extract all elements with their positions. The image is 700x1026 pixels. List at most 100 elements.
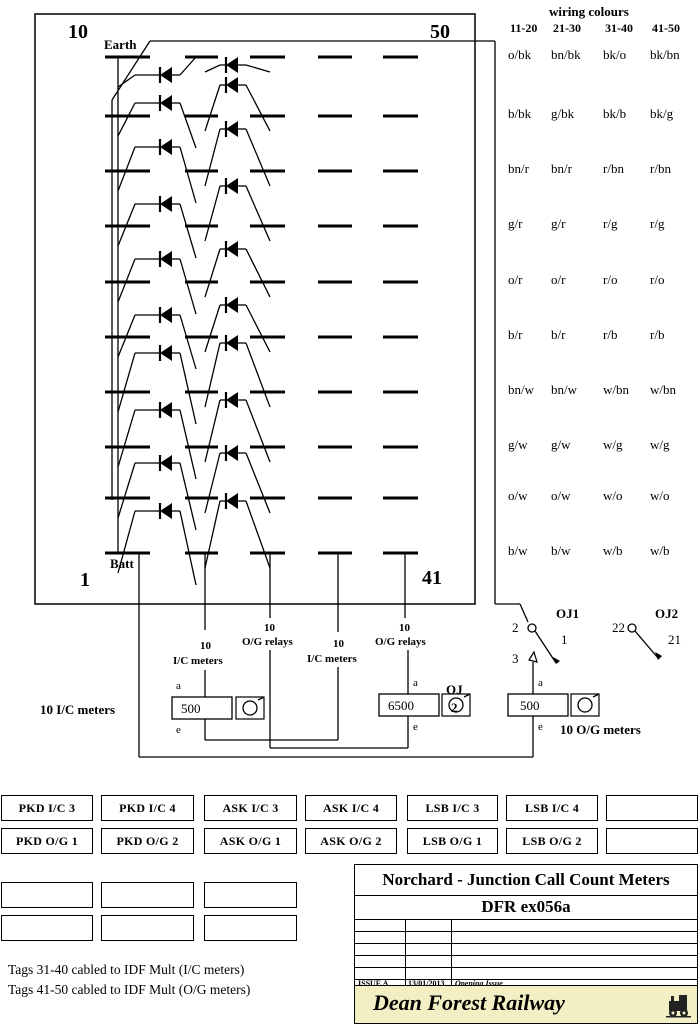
meter-oj-terminal-a: a xyxy=(413,677,418,689)
diode-wire xyxy=(179,146,197,204)
title-block: Norchard - Junction Call Count Meters DF… xyxy=(354,864,698,1024)
wiring-column-header: 11-20 xyxy=(510,21,537,35)
switch-oj1-arrow xyxy=(553,657,560,664)
diode-wire xyxy=(204,84,221,132)
wiring-colour-cell: w/b xyxy=(603,543,623,558)
tag-block-panel xyxy=(34,13,476,605)
ic-meters-group-label: 10 I/C meters xyxy=(40,702,115,717)
diode-icon xyxy=(220,335,246,351)
tag-blank xyxy=(204,915,297,941)
diode-wire xyxy=(204,500,221,569)
switch-oj2-contact-22: 22 xyxy=(612,620,625,635)
feed-ic-meters-a-label: I/C meters xyxy=(173,655,224,667)
diode-triangle xyxy=(160,307,172,323)
diode-wire xyxy=(204,64,221,73)
wiring-column-header: 21-30 xyxy=(553,21,581,35)
wiring-colour-cell: b/w xyxy=(508,543,528,558)
switch-oj1-pivot xyxy=(527,623,537,633)
meter-og-value: 500 xyxy=(520,698,540,713)
wiring-colour-cell: g/w xyxy=(508,437,528,452)
diode-wire xyxy=(117,314,136,358)
meter-dial-icon xyxy=(257,696,265,701)
diode-wire xyxy=(245,84,271,132)
tag-lsb-ic-3: LSB I/C 3 xyxy=(407,795,498,821)
diode-wire xyxy=(245,399,271,463)
diode-triangle xyxy=(226,392,238,408)
diode-wire xyxy=(204,342,221,408)
corner-label-1: 1 xyxy=(80,569,90,591)
diode-wire xyxy=(204,185,221,242)
corner-label-50: 50 xyxy=(430,21,450,43)
earth-return xyxy=(519,603,529,623)
diode-icon xyxy=(154,196,180,212)
meter-dial-icon xyxy=(448,697,464,713)
switch-oj1-contact-3-mark xyxy=(528,650,538,663)
oj-number: 2 xyxy=(451,700,458,715)
tag-blank xyxy=(606,828,698,854)
diode-triangle xyxy=(226,335,238,351)
wiring-colour-cell: bk/b xyxy=(603,106,626,121)
diode-wire xyxy=(179,462,197,531)
diode-triangle xyxy=(160,251,172,267)
batt-label: Batt xyxy=(110,556,135,571)
wiring-colour-cell: g/r xyxy=(551,216,566,231)
corner-label-41: 41 xyxy=(422,567,442,589)
tag-ask-ic-3: ASK I/C 3 xyxy=(204,795,297,821)
meter-ic: 500 a e xyxy=(171,680,233,736)
diode-wire xyxy=(117,352,136,413)
diode-icon xyxy=(154,251,180,267)
diode-wire xyxy=(179,314,197,370)
meter-ic-value: 500 xyxy=(181,701,201,716)
diode-triangle xyxy=(226,241,238,257)
diode-icon xyxy=(154,402,180,418)
diode-triangle xyxy=(226,445,238,461)
diode-wire xyxy=(179,56,197,76)
diode-triangle xyxy=(160,67,172,83)
wiring-colour-cell: r/g xyxy=(603,216,618,231)
note-tags-41-50: Tags 41-50 cabled to IDF Mult (O/G meter… xyxy=(8,982,251,997)
diode-wire xyxy=(245,452,271,514)
diode-triangle xyxy=(226,57,238,73)
drawing-title: Norchard - Junction Call Count Meters xyxy=(355,865,697,896)
wiring-colour-cell: bn/r xyxy=(508,161,530,176)
diode-icon xyxy=(154,67,180,83)
wiring-colour-cell: w/g xyxy=(650,437,670,452)
tag-ask-og-2: ASK O/G 2 xyxy=(305,828,397,854)
tag-pkd-og-2: PKD O/G 2 xyxy=(101,828,194,854)
wiring-colour-cell: b/bk xyxy=(508,106,532,121)
locomotive-icon xyxy=(666,995,691,1018)
diode-icon xyxy=(154,455,180,471)
meter-dial-icon xyxy=(592,693,600,698)
og-meters-group-label: 10 O/G meters xyxy=(560,722,641,737)
tag-blank xyxy=(101,915,194,941)
switch-oj2-arrow xyxy=(655,652,662,660)
diode-wire xyxy=(245,248,271,298)
diode-triangle xyxy=(226,121,238,137)
feed-og-relays-b-label: O/G relays xyxy=(375,636,427,648)
tag-block-wiring xyxy=(105,40,495,757)
tag-blank xyxy=(606,795,698,821)
diode-icon xyxy=(154,503,180,519)
switch-oj2-contact-21: 21 xyxy=(668,632,681,647)
wiring-colour-cell: o/r xyxy=(551,272,566,287)
diode-icon xyxy=(220,57,246,73)
wiring-colour-cell: w/o xyxy=(603,488,623,503)
wiring-colour-cell: bn/w xyxy=(508,382,535,397)
wiring-colour-cell: bn/r xyxy=(551,161,573,176)
tag-ask-ic-4: ASK I/C 4 xyxy=(305,795,397,821)
issue-date: 13/01/2013 xyxy=(408,979,445,988)
meter-ic-terminal-e: e xyxy=(176,724,181,736)
tag-blank xyxy=(1,915,93,941)
wiring-colour-cell: r/bn xyxy=(650,161,671,176)
feed-og-relays-a-num: 10 xyxy=(264,622,276,634)
earth-label: Earth xyxy=(104,37,137,52)
diode-triangle xyxy=(160,95,172,111)
note-tags-31-40: Tags 31-40 cabled to IDF Mult (I/C meter… xyxy=(8,962,245,977)
feed-ic-meters-b-label: I/C meters xyxy=(307,653,358,665)
meter-counter-icon xyxy=(235,696,265,720)
meter-dial-icon xyxy=(577,697,593,713)
wiring-colour-cell: g/bk xyxy=(551,106,575,121)
issue-label: ISSUE A xyxy=(358,979,389,988)
tag-blank xyxy=(204,882,297,908)
diode-icon xyxy=(220,178,246,194)
